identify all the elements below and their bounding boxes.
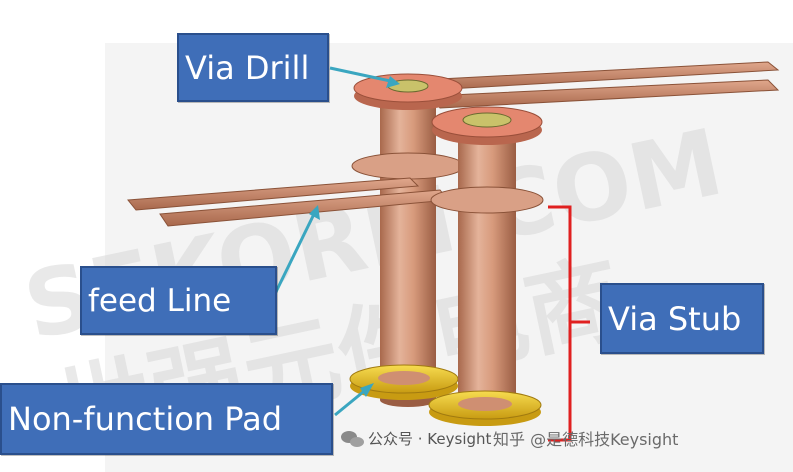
non-function-pad-callout: Non-function Pad (0, 383, 333, 455)
feed-line-traces (127, 177, 449, 227)
wechat-account-watermark: 公众号 · Keysight (368, 430, 492, 448)
non-function-pad-label: Non-function Pad (8, 400, 283, 438)
pointer-arrows (270, 66, 400, 417)
right-non-function-pad (428, 390, 542, 426)
zhihu-account-watermark: 知乎 @是德科技Keysight (493, 430, 679, 449)
left-non-function-pad (349, 364, 459, 400)
left-via-top-pad (353, 73, 463, 110)
left-via-inner-pad (351, 152, 465, 180)
via-drill-label: Via Drill (185, 48, 310, 87)
wechat-logo-icon (341, 431, 364, 447)
via-drill-callout: Via Drill (177, 33, 329, 102)
left-via-barrel (380, 88, 436, 407)
feed-line-callout: feed Line (80, 266, 277, 335)
via-stub-callout: Via Stub (600, 283, 764, 354)
feed-line-label: feed Line (88, 282, 232, 319)
right-via-inner-pad (430, 186, 544, 214)
via-stub-bracket (548, 205, 590, 442)
right-via-barrel (458, 122, 516, 414)
right-via-top-pad (431, 106, 543, 145)
via-stub-label: Via Stub (608, 299, 742, 338)
